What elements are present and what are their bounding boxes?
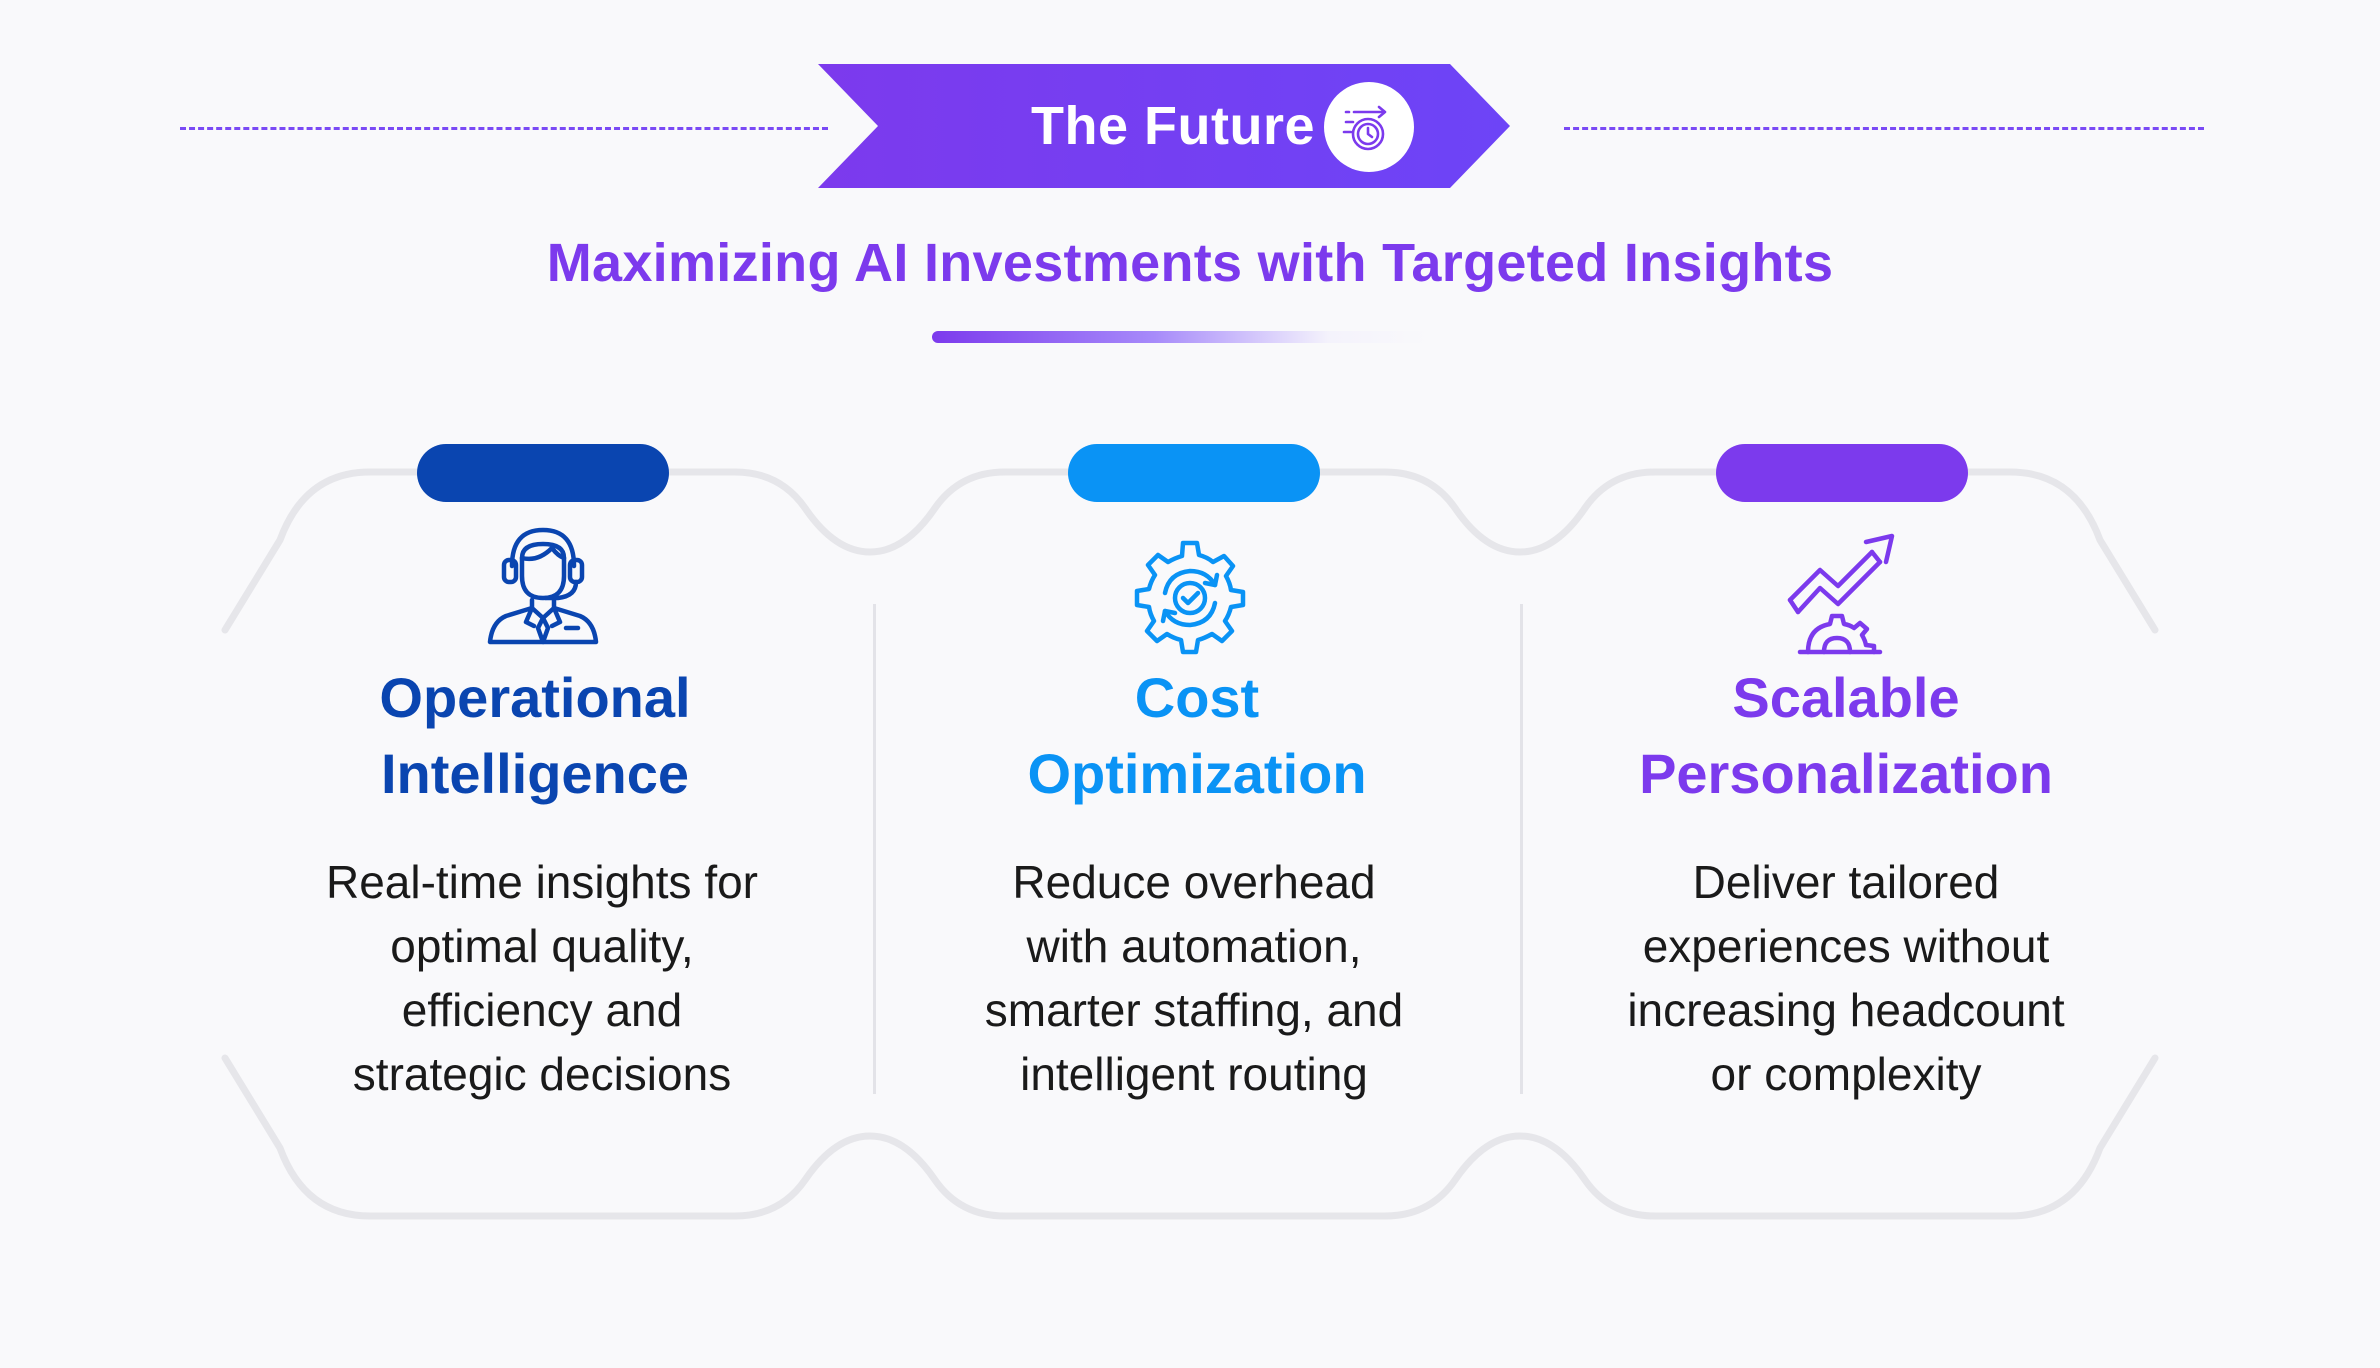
column-1-body-line-4: strategic decisions (352, 1048, 732, 1100)
column-2-body-line-4: intelligent routing (1020, 1048, 1368, 1100)
headset-agent-icon (478, 518, 608, 648)
column-2-body-line-1: Reduce overhead (1012, 856, 1376, 908)
column-2-description: Reduce overhead with automation, smarter… (944, 850, 1444, 1106)
column-2-accent-pill (1068, 444, 1320, 502)
subtitle-underline (932, 331, 1428, 343)
column-2-title: Cost Optimization (937, 660, 1457, 812)
banner-title: The Future (1031, 96, 1315, 156)
column-1-title-line-1: Operational (379, 666, 691, 729)
column-3-body-line-1: Deliver tailored (1692, 856, 2000, 908)
header-banner: The Future (818, 64, 1510, 188)
column-3-title: Scalable Personalization (1586, 660, 2106, 812)
column-3-description: Deliver tailored experiences without inc… (1596, 850, 2096, 1106)
column-3-body-line-4: or complexity (1710, 1048, 1982, 1100)
column-1-title-line-2: Intelligence (380, 742, 690, 805)
column-2-body-line-2: with automation, (1026, 920, 1362, 972)
column-3-title-line-2: Personalization (1639, 742, 2053, 805)
column-1-title: Operational Intelligence (275, 660, 795, 812)
column-2-body-line-3: smarter staffing, and (984, 984, 1404, 1036)
growth-arrow-gear-icon (1780, 528, 1910, 658)
column-divider-1 (873, 604, 876, 1094)
column-3-accent-pill (1716, 444, 1968, 502)
page-subtitle: Maximizing AI Investments with Targeted … (546, 233, 1834, 293)
gear-check-icon (1125, 533, 1255, 663)
column-1-body-line-1: Real-time insights for (325, 856, 759, 908)
column-divider-2 (1520, 604, 1523, 1094)
column-3-body-line-2: experiences without (1642, 920, 2050, 972)
column-1-body-line-3: efficiency and (401, 984, 683, 1036)
column-2-title-line-2: Optimization (1027, 742, 1367, 805)
column-2-title-line-1: Cost (1134, 666, 1260, 729)
column-1-description: Real-time insights for optimal quality, … (292, 850, 792, 1106)
column-1-accent-pill (417, 444, 669, 502)
header-dash-left (180, 127, 828, 130)
clock-forward-icon (1324, 82, 1414, 172)
column-3-title-line-1: Scalable (1732, 666, 1960, 729)
column-3-body-line-3: increasing headcount (1627, 984, 2065, 1036)
column-1-body-line-2: optimal quality, (390, 920, 694, 972)
header-dash-right (1564, 127, 2204, 130)
